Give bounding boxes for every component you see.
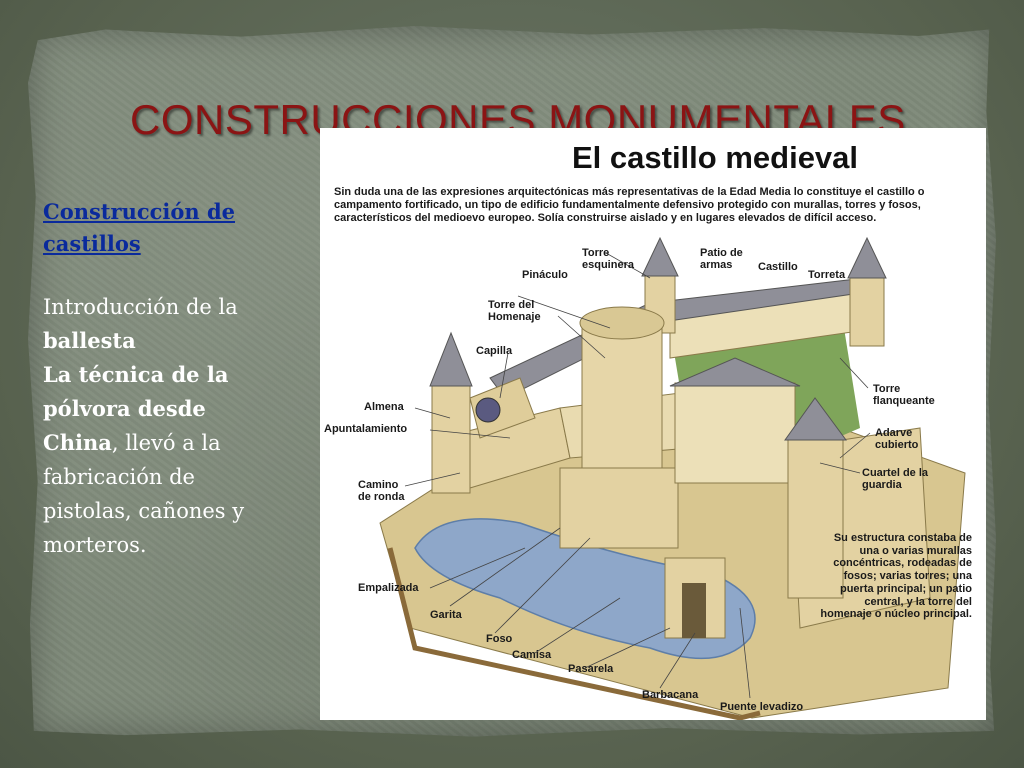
label-capilla: Capilla [476,345,513,357]
castle-diagram-image: El castillo medieval Sin duda una de las… [320,128,986,720]
gunpowder-paragraph: La técnica de la pólvora desde China, ll… [43,362,245,557]
label-apuntalamiento: Apuntalamiento [324,423,408,435]
label-adarve-cubierto: Adarve cubierto [875,427,919,451]
label-cuartel-guardia: Cuartel de la guardia [862,467,929,491]
label-torreta: Torreta [808,269,846,281]
label-camino-ronda: Camino de ronda [358,479,405,503]
label-foso: Foso [486,633,513,645]
label-torre-homenaje: Torre del Homenaje [488,299,541,323]
label-puente-levadizo: Puente levadizo [720,701,804,713]
label-torre-esquinera: Torre esquinera [582,247,634,271]
label-garita: Garita [430,609,462,621]
label-camisa: Camisa [512,649,552,661]
castle-construction-link[interactable]: Construcción de castillos [43,199,236,256]
label-torre-flanqueante: Torre flanqueante [873,383,935,407]
spacer [43,260,253,290]
figure-intro-text: Sin duda una de las expresiones arquitec… [334,186,925,224]
label-barbacana: Barbacana [642,689,699,701]
label-empalizada: Empalizada [358,582,419,594]
figure-title: El castillo medieval [572,140,859,175]
label-pasarela: Pasarela [568,663,614,675]
slide-body: Construcción de castillos Introducción d… [43,196,253,562]
label-pinaculo: Pináculo [522,269,568,281]
label-patio-de-armas: Patio de armas [700,247,743,271]
label-almena: Almena [364,401,404,413]
crossbow-paragraph: Introducción de la ballesta [43,295,238,353]
figure-structure-note: Su estructura constaba de una o varias m… [820,532,972,621]
castle-illustration [379,236,966,720]
label-castillo: Castillo [758,261,798,273]
